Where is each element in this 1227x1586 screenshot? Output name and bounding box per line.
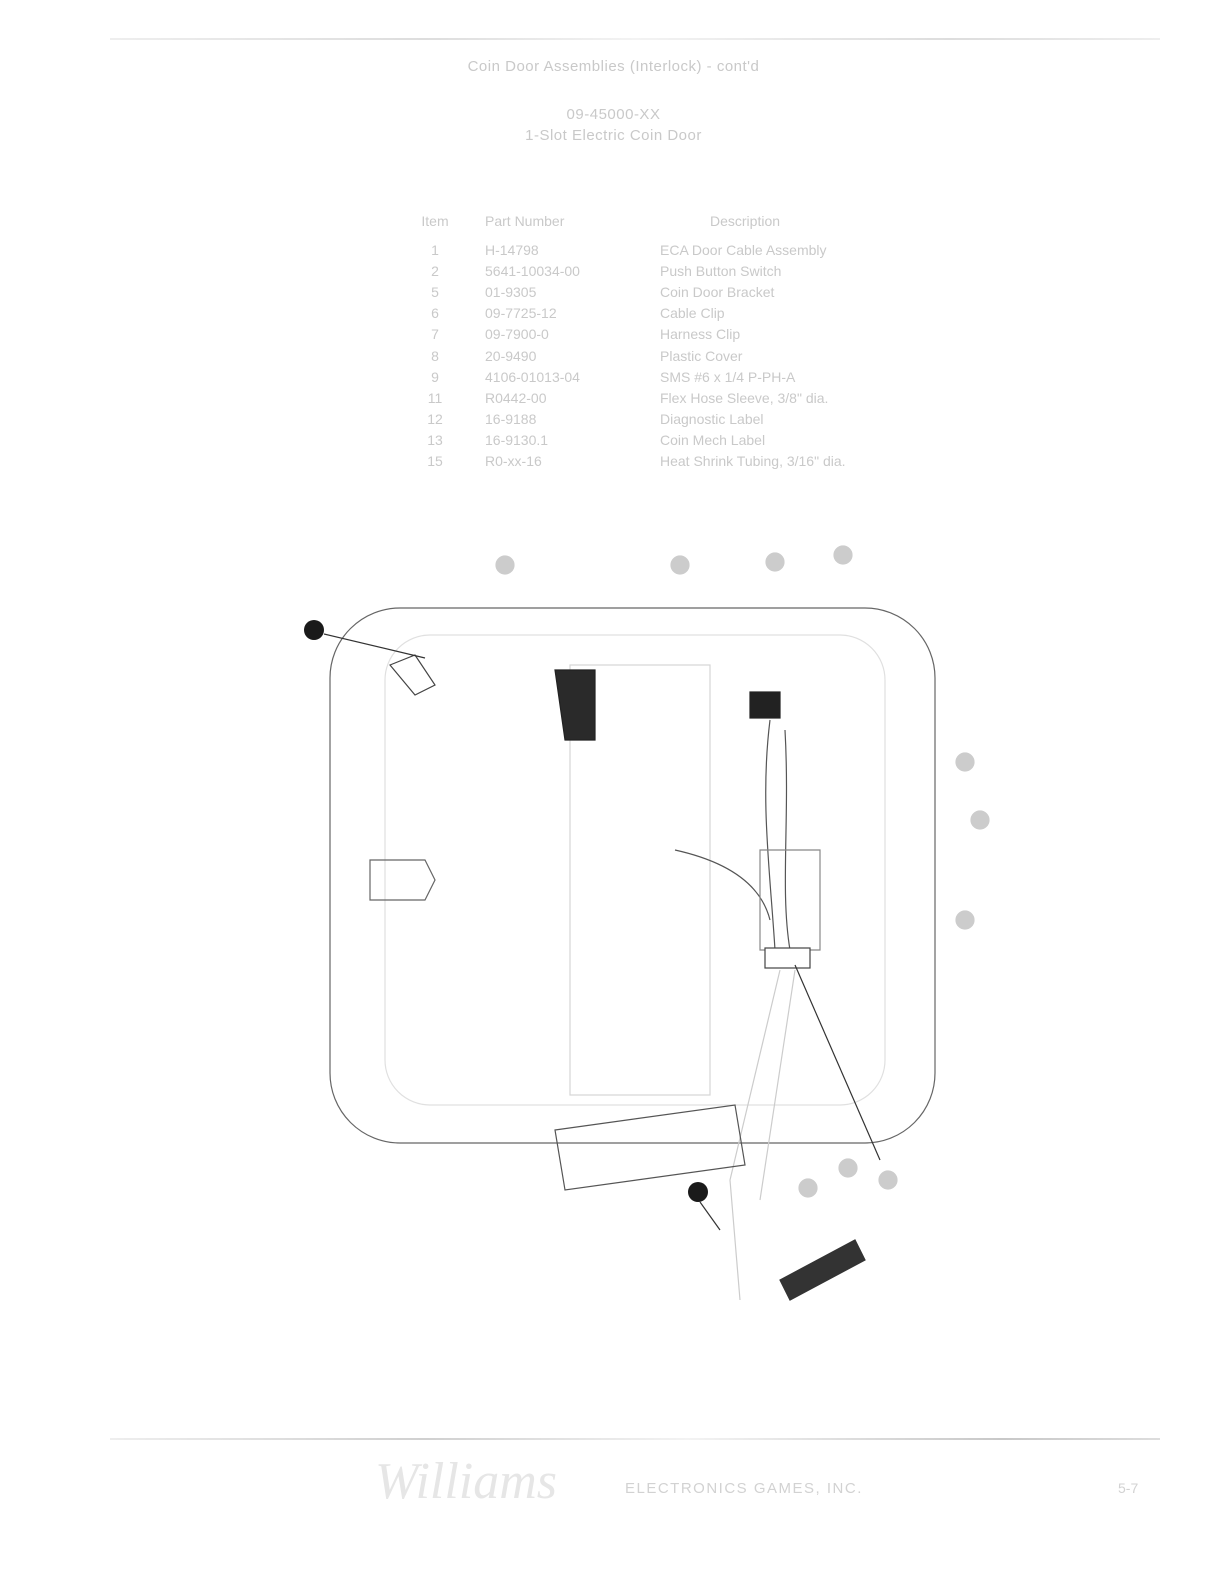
bracket-part <box>389 654 436 696</box>
description: Coin Mech Label <box>660 432 766 449</box>
item-number: 2 <box>431 262 439 279</box>
description: Plastic Cover <box>660 347 743 364</box>
coin-door-diagram <box>304 545 990 1301</box>
part-number: 09-7900-0 <box>485 326 549 343</box>
part-number: 5641-10034-00 <box>485 262 580 279</box>
coin-door-inner-frame <box>384 634 886 1106</box>
cable-run <box>729 969 796 1301</box>
description: SMS #6 x 1/4 P-PH-A <box>660 368 796 385</box>
item-number: 15 <box>427 453 443 470</box>
callout-leader <box>699 1201 721 1231</box>
williams-logo: Williams <box>375 1453 558 1510</box>
part-number: 4106-01013-04 <box>485 368 580 385</box>
part-number: 16-9130.1 <box>485 432 549 449</box>
column-header-item: Item <box>421 213 449 229</box>
table-row: 11 R0442-00 Flex Hose Sleeve, 3/8" dia. <box>405 387 1010 408</box>
cable-clip <box>764 947 811 969</box>
item-number: 1 <box>431 241 439 258</box>
column-header-description: Description <box>710 213 781 229</box>
description: Harness Clip <box>660 326 741 343</box>
table-row: 6 09-7725-12 Cable Clip <box>405 303 1010 324</box>
coin-mech-plate <box>569 664 711 1096</box>
item-number: 5 <box>431 283 439 300</box>
table-row: 5 01-9305 Coin Door Bracket <box>405 281 1010 302</box>
table-row: 12 16-9188 Diagnostic Label <box>405 409 1010 430</box>
table-row: 2 5641-10034-00 Push Button Switch <box>405 260 1010 281</box>
top-rule <box>110 38 1160 40</box>
part-number: 20-9490 <box>485 347 537 364</box>
table-row: 15 R0-xx-16 Heat Shrink Tubing, 3/16" dia. <box>405 451 1010 472</box>
callout-leader <box>794 964 881 1161</box>
assembly-name: 1-Slot Electric Coin Door <box>525 127 702 144</box>
item-number: 6 <box>431 305 439 322</box>
description: Cable Clip <box>660 305 725 322</box>
item-number: 7 <box>431 326 439 343</box>
part-number: 16-9188 <box>485 411 537 428</box>
table-row: 9 4106-01013-04 SMS #6 x 1/4 P-PH-A <box>405 366 1010 387</box>
page-number: 5-7 <box>1118 1480 1139 1496</box>
table-row: 13 16-9130.1 Coin Mech Label <box>405 430 1010 451</box>
switch-part <box>749 691 781 719</box>
company-name: ELECTRONICS GAMES, INC. <box>625 1480 863 1497</box>
item-number: 9 <box>431 368 439 385</box>
description: ECA Door Cable Assembly <box>660 241 827 258</box>
wire-harness <box>674 719 791 951</box>
callout-leader <box>323 633 426 659</box>
bottom-rule <box>110 1438 1160 1440</box>
column-header-part-number: Part Number <box>485 213 565 229</box>
description: Diagnostic Label <box>660 411 764 428</box>
coin-door-outline <box>329 607 936 1144</box>
table-row: 7 09-7900-0 Harness Clip <box>405 324 1010 345</box>
callout-dot-bottom <box>688 1182 708 1202</box>
connector-left <box>554 1104 746 1191</box>
item-number: 12 <box>427 411 443 428</box>
item-number: 11 <box>427 389 443 406</box>
part-number: R0442-00 <box>485 389 547 406</box>
assembly-number: 09-45000-XX <box>566 106 661 123</box>
part-number: 01-9305 <box>485 283 537 300</box>
table-row: 1 H-14798 ECA Door Cable Assembly <box>405 239 1010 260</box>
table-header: Item Part Number Description <box>405 203 1010 239</box>
parts-table: Item Part Number Description 1 H-14798 ECA… <box>405 203 1010 472</box>
part-number: R0-xx-16 <box>485 453 542 470</box>
table-row: 8 20-9490 Plastic Cover <box>405 345 1010 366</box>
part-number: 09-7725-12 <box>485 305 557 322</box>
description: Coin Door Bracket <box>660 283 775 300</box>
connector-right <box>779 1239 866 1301</box>
callout-numbers <box>495 545 990 1198</box>
connector-block <box>554 669 596 741</box>
description: Heat Shrink Tubing, 3/16" dia. <box>660 453 846 470</box>
description: Push Button Switch <box>660 262 782 279</box>
description: Flex Hose Sleeve, 3/8" dia. <box>660 389 829 406</box>
coin-door-latch <box>369 859 436 901</box>
item-number: 8 <box>431 347 439 364</box>
callout-dot-top <box>304 620 324 640</box>
part-number: H-14798 <box>485 241 539 258</box>
section-title: Coin Door Assemblies (Interlock) - cont'… <box>467 58 760 75</box>
item-number: 13 <box>427 432 443 449</box>
